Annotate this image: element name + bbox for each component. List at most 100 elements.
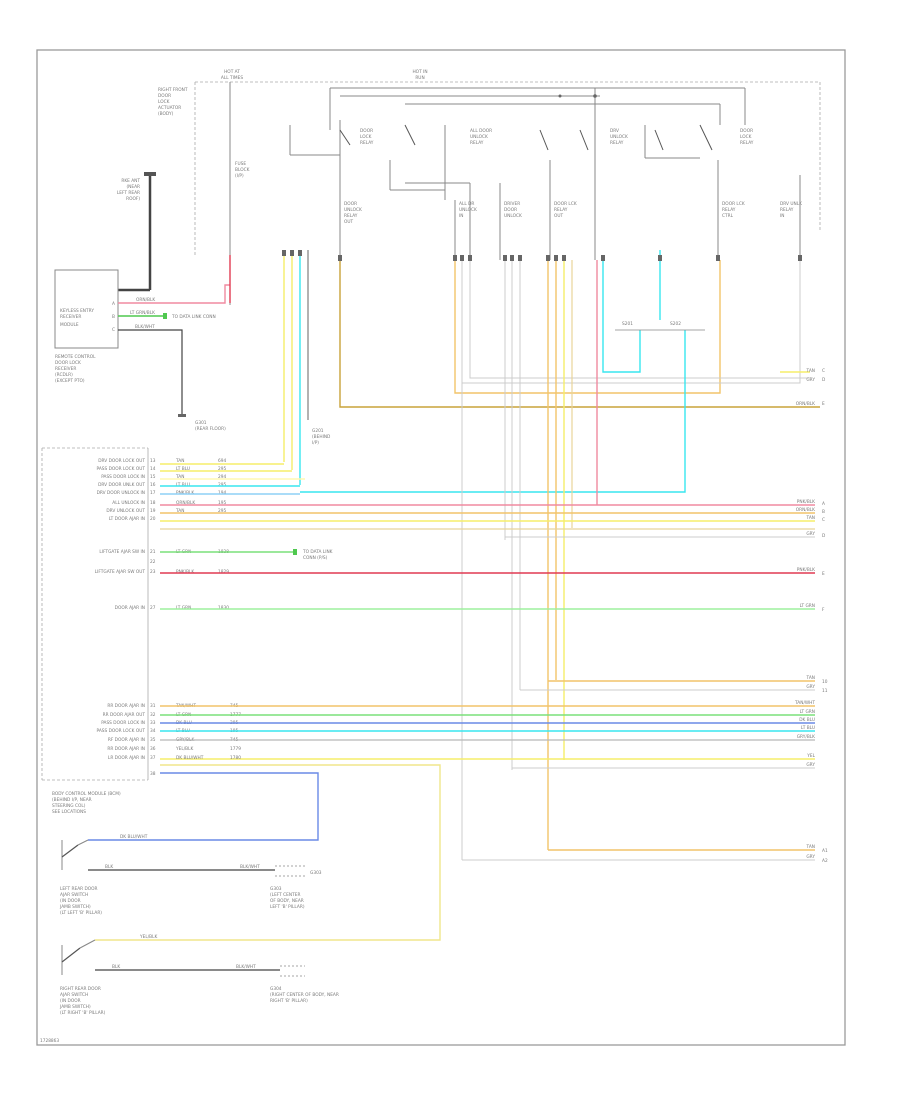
bcm-pin-circ: 194	[218, 490, 226, 496]
drop-0-l0: DOOR	[344, 201, 357, 207]
relay-4-label-0: DOOR	[740, 128, 753, 134]
rke-to-splice: TO DATA LINK CONN	[171, 314, 216, 320]
bcm-caption-0: BODY CONTROL MODULE (BCM)	[52, 791, 121, 797]
drop-1-l0: ALL DR	[459, 201, 474, 207]
drop-4-l0: DOOR LCK	[722, 201, 745, 207]
bcm-lower-right: YEL	[806, 753, 815, 759]
rc5-pin-1: 11	[822, 688, 828, 694]
bcm-lower-wire: DK BLU/WHT	[176, 755, 204, 761]
rc4-pin-0: F	[822, 607, 825, 613]
drop-3-l1: RELAY	[554, 207, 568, 213]
bcm-lower-right: LT GRN	[800, 709, 815, 715]
bcm-chime-wire: LT GRN	[176, 605, 191, 611]
bcm-lower-name: RR DOOR AJAR OUT	[103, 712, 146, 718]
bcm-mid-note-0: TO DATA LINK	[302, 549, 333, 555]
rc5-pin-0: 10	[822, 679, 828, 685]
left-switch-wire-bot: BLK	[105, 864, 113, 870]
rke-pin-a: A	[112, 301, 115, 307]
relay-drv-unlock: DRV UNLOCK RELAY	[610, 125, 700, 159]
rc6-wire-0: TAN	[806, 844, 815, 850]
antenna-label-0: RKE ANT	[121, 178, 140, 184]
bcm-pin-row: ALL UNLOCK IN 18 ORN/BLK 195	[112, 500, 815, 506]
bcm-lower-num: 36	[150, 746, 156, 752]
relay-1-label-0: DOOR	[360, 128, 373, 134]
rc2-wire-1: ORN/BLK	[796, 507, 815, 513]
rc6-pin-1: A2	[822, 858, 828, 864]
bcm-pin-circ: 294	[218, 474, 226, 480]
right-caption-2: (IN DOOR	[60, 998, 81, 1004]
bcm-lower-name: PASS DOOR LOCK IN	[101, 720, 145, 726]
left-caption-4: (LT LEFT 'B' PILLAR)	[60, 910, 102, 916]
top-note-4: (BODY)	[158, 111, 174, 117]
bcm-chime-right: LT GRN	[800, 603, 815, 609]
drop-5-l1: RELAY	[780, 207, 794, 213]
relay-2-label-1: UNLOCK	[470, 134, 488, 140]
top-note-2: LOCK	[158, 99, 170, 105]
rc1-pin-1: D	[822, 377, 826, 383]
bcm-mid-name: LIFTGATE AJAR SW OUT	[95, 569, 146, 575]
drop-4-l2: CTRL	[722, 213, 734, 219]
bcm-pin-num: 19	[150, 508, 156, 514]
relay-2-label-0: ALL DOOR	[470, 128, 492, 134]
bcm-chime-circ: 1830	[218, 605, 229, 611]
bcm-pin-row: PASS DOOR LOCK OUT 14 LT BLU 295	[97, 466, 292, 472]
bcm: DRV DOOR LOCK OUT 13 TAN 694 PASS DOOR L…	[41, 447, 816, 941]
antenna-label-3: ROOF)	[126, 196, 140, 202]
g201-label-1: (BEHIND	[312, 434, 331, 440]
rc2-wire-2: TAN	[806, 515, 815, 521]
drop-4-l1: RELAY	[722, 207, 736, 213]
bcm-pin-circ: 295	[218, 482, 226, 488]
right-caption-3: JAMB SWITCH)	[59, 1004, 91, 1010]
rc2-wire-3: GRY	[806, 531, 815, 537]
rc3-wire-0: PNK/BLK	[797, 567, 815, 573]
bcm-pin-wire: ORN/BLK	[176, 500, 195, 506]
right-connectors: TAN C GRY D ORN/BLK E PNK/BLK A ORN/BLK …	[796, 368, 828, 864]
fuse-left-label-0: HOT AT	[224, 69, 240, 75]
bcm-lower-num: 34	[150, 728, 156, 734]
bcm-lower-name: RR DOOR AJAR IN	[107, 703, 145, 709]
bcm-lower-name: LR DOOR AJAR IN	[108, 755, 145, 761]
bcm-pin-row: DRV DOOR UNLK OUT 16 LT BLU 295	[98, 482, 300, 488]
relay-door-lock: DOOR LOCK RELAY	[289, 120, 416, 185]
drop-3-l2: OUT	[554, 213, 564, 219]
bcm-pin-num: 18	[150, 500, 156, 506]
antenna-label-1: (NEAR	[126, 184, 140, 190]
fuse-left-label-1: ALL TIMES	[221, 75, 243, 81]
bcm-lower-num: 38	[150, 771, 156, 777]
left-caption-2: (IN DOOR	[60, 898, 81, 904]
bcm-pin-num: 13	[150, 458, 156, 464]
drop-2-l0: DRIVER	[504, 201, 520, 207]
ground-left-1: (LEFT CENTER	[270, 892, 300, 898]
bcm-pin-num: 15	[150, 474, 156, 480]
rc6-wire-1: GRY	[806, 854, 815, 860]
bcm-pin-wire: LT BLU	[176, 482, 190, 488]
bcm-pin-name: DRV DOOR UNLK OUT	[98, 482, 145, 488]
bcm-pin-wire: TAN	[175, 508, 184, 514]
bcm-pin-circ: 295	[218, 508, 226, 514]
rke-caption-2: RECEIVER	[55, 366, 76, 372]
left-caption-0: LEFT REAR DOOR	[60, 886, 98, 892]
bcm-pin-row: DRV UNLOCK OUT 19 TAN 295	[106, 508, 815, 514]
bcm-pin-row: DRV DOOR LOCK OUT 13 TAN 694	[98, 458, 284, 465]
bcm-lower-name: RF DOOR AJAR IN	[108, 737, 145, 743]
bcm-pin-circ: 195	[218, 500, 226, 506]
g201-label-0: G201	[312, 428, 324, 434]
bcm-mid-num: 22	[150, 559, 156, 565]
rke-title-0: KEYLESS ENTRY	[60, 308, 94, 314]
drop-1-l2: IN	[459, 213, 463, 219]
bcm-pin-name: PASS DOOR LOCK OUT	[97, 466, 146, 472]
rc2-pin-3: D	[822, 533, 826, 539]
right-caption-1: AJAR SWITCH	[60, 992, 88, 998]
bcm-pin-name: DRV DOOR UNLOCK IN	[97, 490, 145, 496]
bcm-lower-right: GRY	[806, 762, 815, 768]
relay-3-label-0: DRV	[610, 128, 619, 134]
rc2-wire-0: PNK/BLK	[797, 499, 815, 505]
rke-ground-0: G301	[195, 420, 207, 426]
top-note-0: RIGHT FRONT	[158, 87, 188, 93]
bcm-lower-row: PASS DOOR LOCK IN 33 DK BLU 295 DK BLU	[101, 717, 815, 726]
bcm-pin-row: PASS DOOR LOCK IN 15 TAN 294	[101, 474, 305, 480]
g201-label-2: I/P)	[312, 440, 319, 446]
right-caption-0: RIGHT REAR DOOR	[60, 986, 101, 992]
bcm-chime-num: 27	[150, 605, 156, 611]
right-switch-wire-bot: BLK	[112, 964, 120, 970]
